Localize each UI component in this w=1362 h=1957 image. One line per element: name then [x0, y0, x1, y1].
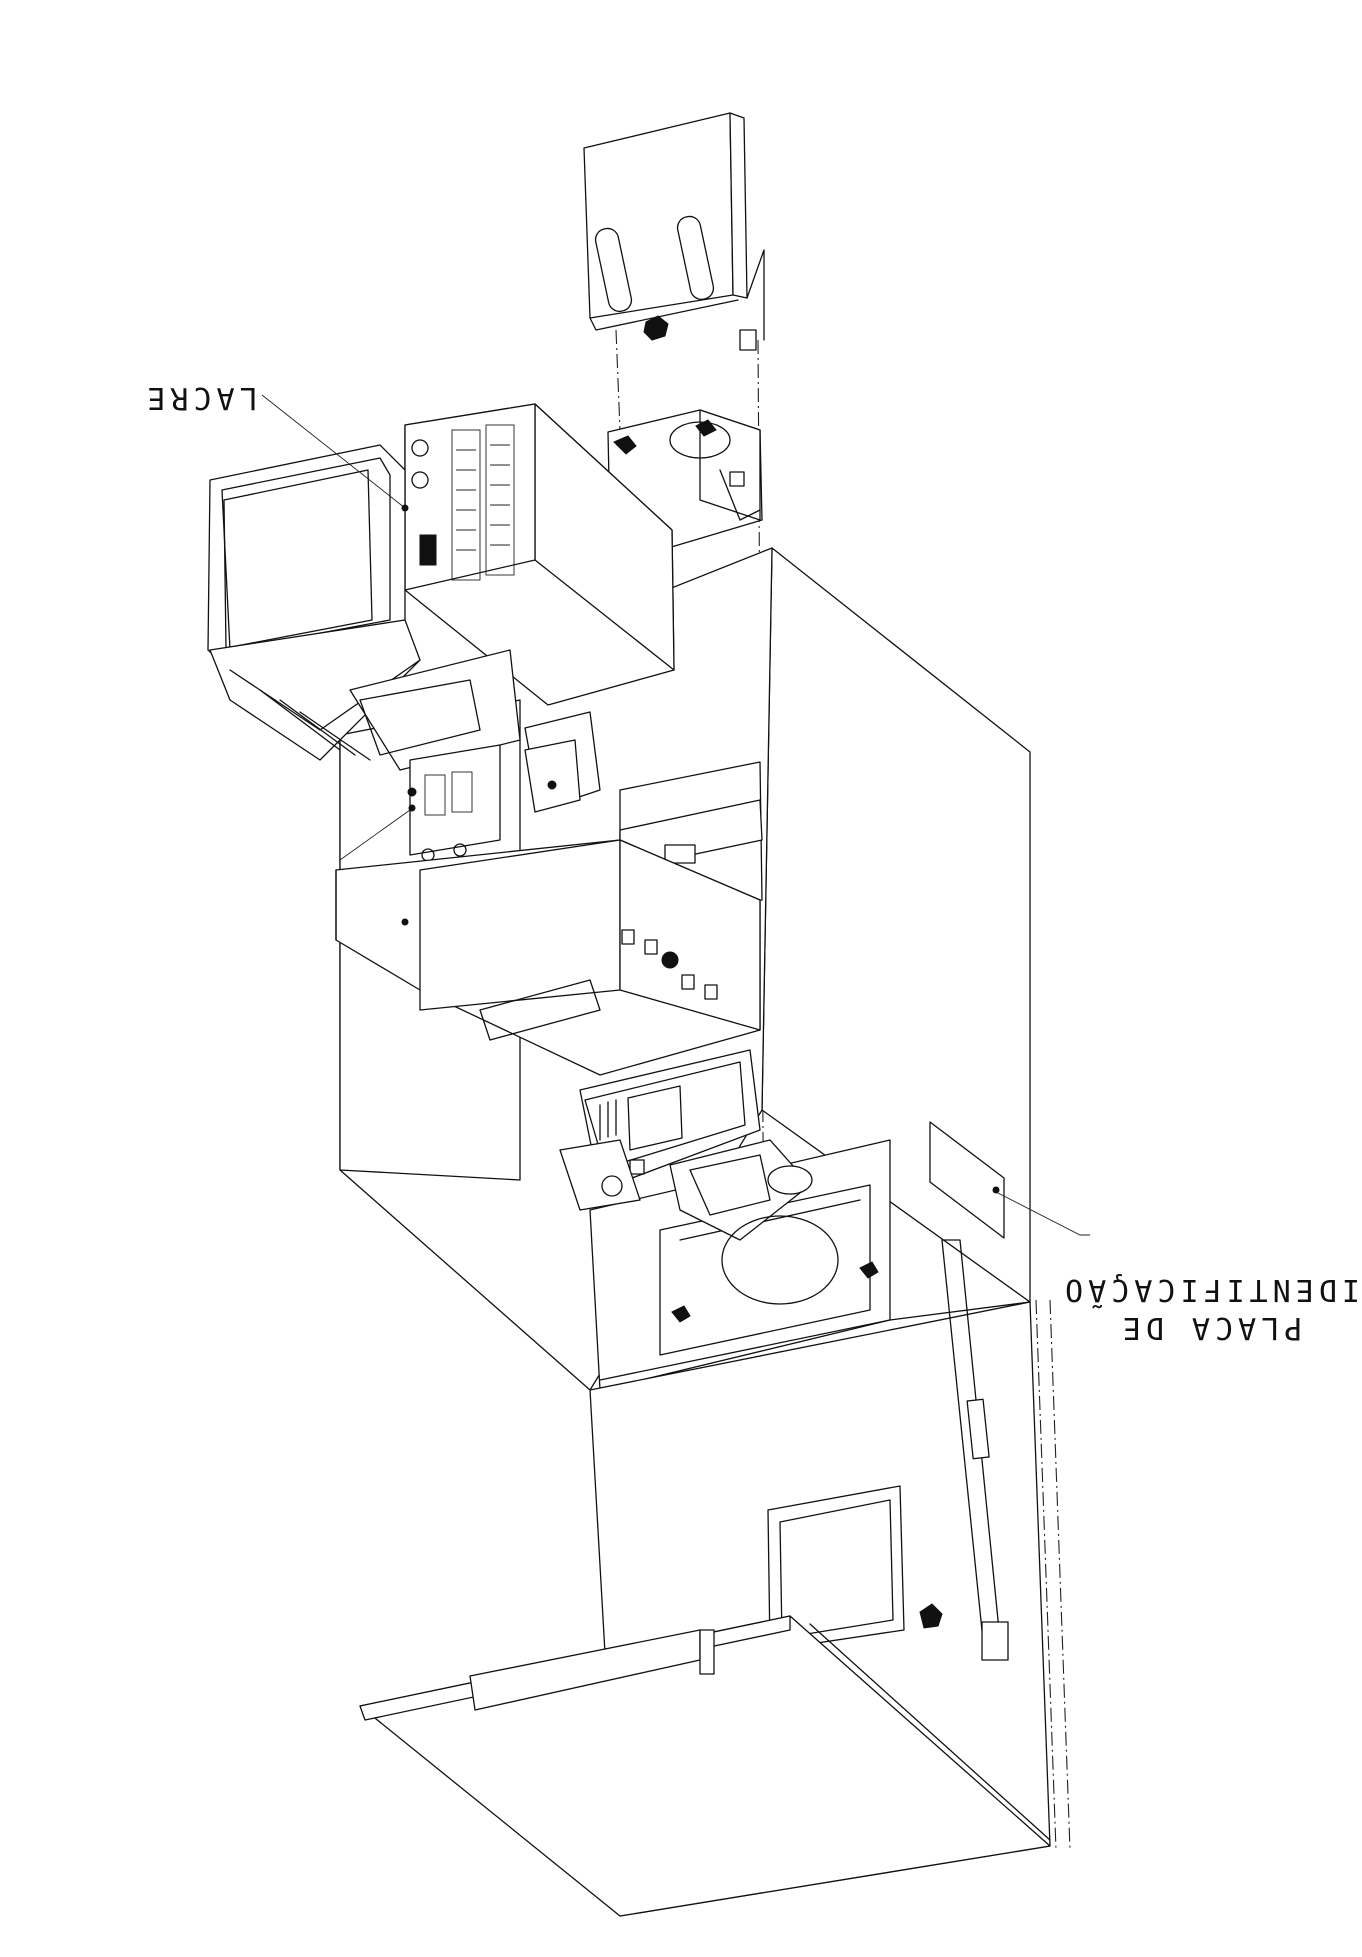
top-mounting-bracket	[583, 112, 765, 351]
lacre-label-group: LACRE	[142, 380, 257, 415]
terminal-cover-box	[335, 839, 761, 1076]
display-module	[207, 444, 521, 771]
socket-breaker-assembly	[607, 409, 763, 549]
meter-housing	[404, 403, 675, 706]
bottom-tray	[359, 1615, 1051, 1917]
terminal-block	[411, 424, 515, 581]
lacre-callout: LACRE	[142, 380, 257, 415]
lower-meter-unit	[559, 1049, 879, 1323]
identification-plate	[929, 1121, 1090, 1239]
placa-callout-line1: PLACA DE	[1118, 1310, 1303, 1345]
placa-label-group: PLACA DE IDENTIFICAÇÃO	[1060, 1272, 1360, 1345]
placa-callout-line2: IDENTIFICAÇÃO	[1060, 1272, 1360, 1308]
callout-leaders	[261, 394, 416, 861]
